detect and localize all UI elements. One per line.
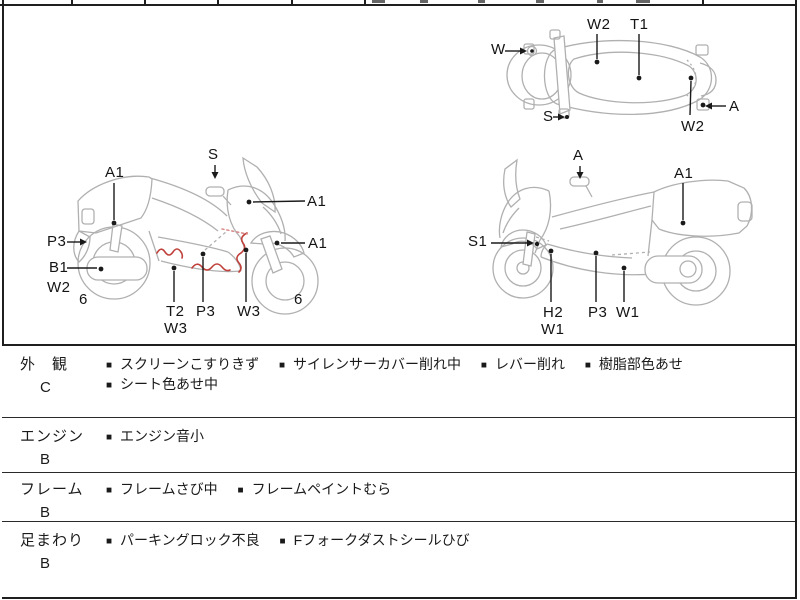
clipped-text-fragment bbox=[597, 0, 603, 3]
comment-item: ■フレームペイントむら bbox=[237, 481, 392, 497]
label-w1-floor: W1 bbox=[616, 304, 640, 321]
checkbox-bullet-icon: ■ bbox=[106, 485, 113, 496]
left-view-leaders bbox=[67, 165, 305, 302]
checkbox-bullet-icon: ■ bbox=[584, 360, 591, 371]
label-p3-rear: P3 bbox=[47, 233, 67, 250]
label-a-top: A bbox=[729, 98, 740, 115]
checkbox-bullet-icon: ■ bbox=[106, 536, 113, 547]
top-view-sketch bbox=[507, 30, 716, 118]
table-row-exterior: 外 観 C ■スクリーンこすりきず ■サイレンサーカバー削れ中 ■レバー削れ ■… bbox=[2, 346, 795, 417]
comment-item: ■Fフォークダストシールひび bbox=[279, 532, 470, 548]
comment-list: ■スクリーンこすりきず ■サイレンサーカバー削れ中 ■レバー削れ ■樹脂部色あせ… bbox=[106, 346, 795, 417]
category-label: フレーム bbox=[20, 481, 84, 498]
label-t2: T2 bbox=[166, 303, 185, 320]
clipped-text-fragment bbox=[420, 0, 428, 3]
label-t1: T1 bbox=[630, 16, 649, 33]
front-fender bbox=[501, 230, 546, 249]
right-view-sketch bbox=[493, 160, 752, 305]
label-w: W bbox=[491, 41, 506, 58]
front-cowl bbox=[499, 187, 549, 238]
top-table-divider bbox=[2, 0, 4, 5]
table-row-undercarriage: 足まわり B ■パーキングロック不良 ■Fフォークダストシールひび bbox=[2, 521, 795, 595]
grade-value: B bbox=[40, 504, 51, 521]
label-a-right: A bbox=[573, 147, 584, 164]
checkbox-bullet-icon: ■ bbox=[106, 432, 113, 443]
comment-list: ■パーキングロック不良 ■Fフォークダストシールひび bbox=[106, 522, 795, 595]
top-table-divider bbox=[71, 0, 73, 5]
clipped-text-fragment bbox=[478, 0, 485, 3]
comment-item: ■サイレンサーカバー削れ中 bbox=[278, 356, 462, 372]
mirror bbox=[570, 177, 589, 186]
label-w2-top: W2 bbox=[587, 16, 611, 33]
label-w2-left: W2 bbox=[47, 279, 71, 296]
tail-light bbox=[738, 202, 752, 221]
front-wheel bbox=[252, 248, 318, 314]
top-table-divider bbox=[702, 0, 704, 5]
sheet-left-border bbox=[2, 5, 4, 599]
label-b1: B1 bbox=[49, 259, 69, 276]
top-table-divider bbox=[364, 0, 366, 5]
front-wheel bbox=[493, 238, 553, 298]
left-view-sketch bbox=[74, 158, 318, 314]
checkbox-bullet-icon: ■ bbox=[480, 360, 487, 371]
sheet-right-border bbox=[795, 0, 797, 599]
mirror bbox=[206, 187, 224, 196]
category-label: 足まわり bbox=[20, 532, 85, 549]
grade-value: C bbox=[40, 379, 51, 396]
condition-table: 外 観 C ■スクリーンこすりきず ■サイレンサーカバー削れ中 ■レバー削れ ■… bbox=[2, 344, 795, 599]
label-w1-front: W1 bbox=[541, 321, 565, 338]
label-w3-front: W3 bbox=[237, 303, 261, 320]
top-table-divider bbox=[217, 0, 219, 5]
left-view-damage-marks bbox=[157, 229, 247, 272]
table-row-frame: フレーム B ■フレームさび中 ■フレームペイントむら bbox=[2, 472, 795, 521]
label-s1: S1 bbox=[468, 233, 488, 250]
checkbox-bullet-icon: ■ bbox=[278, 360, 286, 371]
right-view-leaders bbox=[491, 166, 686, 302]
table-row-engine: エンジン B ■エンジン音小 bbox=[2, 417, 795, 472]
top-table-bottom-border bbox=[0, 4, 797, 6]
label-tread-rear: 6 bbox=[79, 291, 88, 308]
grade-value: B bbox=[40, 451, 51, 468]
comment-item: ■エンジン音小 bbox=[106, 428, 205, 444]
comment-item: ■スクリーンこすりきず bbox=[106, 356, 260, 372]
checkbox-bullet-icon: ■ bbox=[106, 380, 113, 391]
windshield bbox=[243, 158, 275, 212]
comment-list: ■フレームさび中 ■フレームペイントむら bbox=[106, 473, 795, 521]
clipped-text-fragment bbox=[536, 0, 544, 3]
checkbox-bullet-icon: ■ bbox=[106, 360, 113, 371]
label-a1-cowl: A1 bbox=[307, 193, 327, 210]
label-p3-right: P3 bbox=[588, 304, 608, 321]
label-h2: H2 bbox=[543, 304, 564, 321]
label-w2-bottom: W2 bbox=[681, 118, 705, 135]
comment-item: ■樹脂部色あせ bbox=[584, 356, 683, 372]
label-p3-floor: P3 bbox=[196, 303, 216, 320]
rear-body bbox=[652, 180, 752, 236]
top-table-divider bbox=[144, 0, 146, 5]
windshield bbox=[504, 160, 520, 207]
motorcycle-diagram bbox=[0, 0, 800, 345]
tail-light bbox=[82, 209, 94, 224]
label-a1-seat: A1 bbox=[105, 164, 125, 181]
checkbox-bullet-icon: ■ bbox=[279, 536, 286, 547]
grade-value: B bbox=[40, 555, 51, 572]
comment-list: ■エンジン音小 bbox=[106, 418, 795, 472]
label-s-top: S bbox=[543, 108, 554, 125]
clipped-text-fragment bbox=[372, 0, 385, 3]
label-a1-fender: A1 bbox=[308, 235, 328, 252]
top-view-leaders bbox=[505, 34, 726, 121]
comment-item: ■パーキングロック不良 bbox=[106, 532, 260, 548]
clipped-text-fragment bbox=[636, 0, 650, 3]
category-label: 外 観 bbox=[20, 356, 69, 373]
category-label: エンジン bbox=[20, 428, 85, 445]
comment-item: ■レバー削れ bbox=[480, 356, 565, 372]
label-s-left: S bbox=[208, 146, 219, 163]
top-table-divider bbox=[291, 0, 293, 5]
front-cowl bbox=[228, 186, 285, 241]
checkbox-bullet-icon: ■ bbox=[237, 485, 244, 496]
label-a1-right: A1 bbox=[674, 165, 694, 182]
comment-item: ■シート色あせ中 bbox=[106, 376, 219, 392]
comment-item: ■フレームさび中 bbox=[106, 481, 218, 497]
label-w3-under: W3 bbox=[164, 320, 188, 337]
label-tread-front: 6 bbox=[294, 291, 303, 308]
